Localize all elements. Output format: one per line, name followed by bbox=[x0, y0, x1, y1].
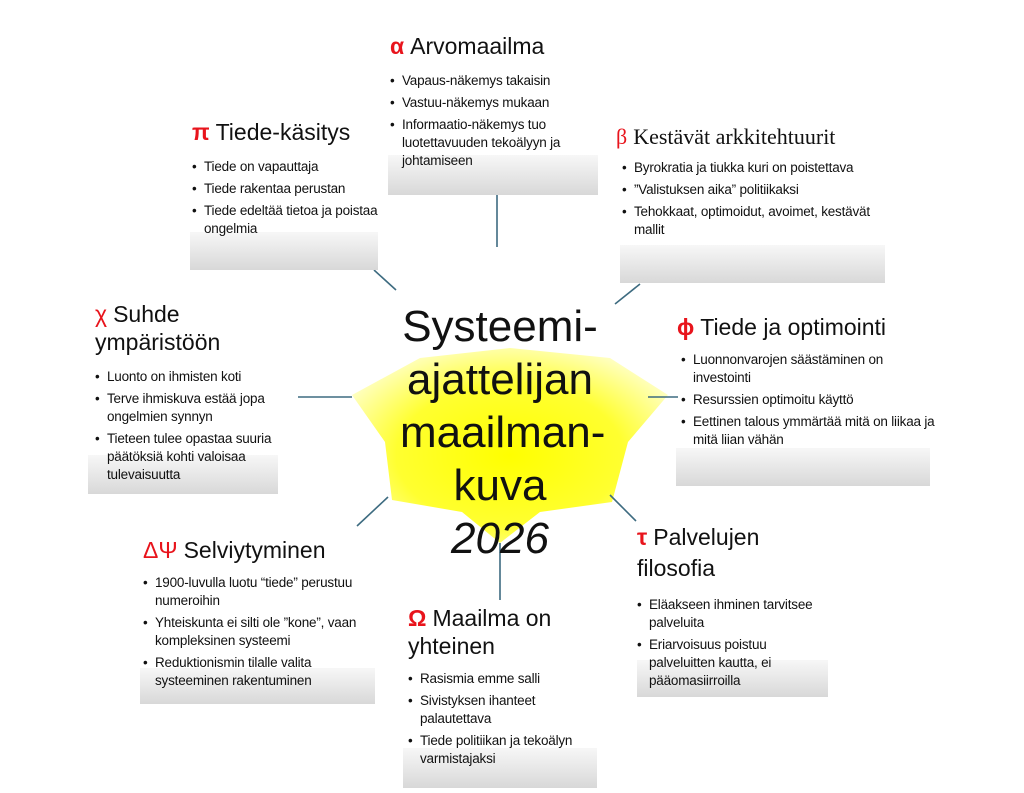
greek-symbol: Ω bbox=[408, 605, 427, 631]
greek-symbol: ϕ bbox=[677, 314, 695, 340]
list-item: Rasismia emme salli bbox=[408, 670, 598, 688]
list-item: Eettinen talous ymmärtää mitä on liikaa … bbox=[681, 413, 941, 449]
center-line: Systeemi- bbox=[402, 302, 598, 351]
shade-box bbox=[676, 448, 930, 486]
list-item: Luonto on ihmisten koti bbox=[95, 368, 285, 386]
title-text: Selviytyminen bbox=[183, 537, 326, 563]
list-item: Tiede rakentaa perustan bbox=[192, 180, 382, 198]
list-item: Tehokkaat, optimoidut, avoimet, kestävät… bbox=[622, 203, 892, 239]
list-item: Reduktionismin tilalle valita systeemine… bbox=[143, 654, 383, 690]
center-line: maailman- bbox=[400, 408, 606, 457]
title-text: Tiede ja optimointi bbox=[700, 314, 887, 340]
list-item: Vastuu-näkemys mukaan bbox=[390, 94, 605, 112]
title-text: Suhde ympäristöön bbox=[95, 301, 221, 355]
list-item: 1900-luvulla luotu “tiede” perustuu nume… bbox=[143, 574, 383, 610]
list-item: Sivistyksen ihanteet palautettava bbox=[408, 692, 598, 728]
connector-lines bbox=[298, 195, 678, 600]
connector-beta bbox=[614, 283, 641, 305]
list-item: Yhteiskunta ei silti ole ”kone”, vaan ko… bbox=[143, 614, 383, 650]
list-item: Terve ihmiskuva estää jopa ongelmien syn… bbox=[95, 390, 285, 426]
greek-symbol: ΔΨ bbox=[143, 537, 178, 563]
greek-symbol: α bbox=[390, 33, 405, 59]
list-item: Luonnonvarojen säästäminen on investoint… bbox=[681, 351, 941, 387]
connector-pi bbox=[373, 269, 397, 291]
greek-symbol: π bbox=[192, 119, 210, 145]
list-item: Eriarvoisuus poistuu palveluitten kautta… bbox=[637, 636, 827, 690]
list-item: Tiede politiikan ja tekoälyn varmistajak… bbox=[408, 732, 598, 768]
title-text: Arvomaailma bbox=[410, 33, 545, 59]
center-title: Systeemi- ajattelijan maailman- kuva 202… bbox=[400, 300, 606, 565]
title-text: Tiede-käsitys bbox=[215, 119, 351, 145]
connector-deltapsi bbox=[356, 496, 389, 527]
greek-symbol: χ bbox=[95, 301, 108, 327]
shade-box bbox=[190, 232, 378, 270]
title-text: Palvelujen filosofia bbox=[637, 524, 760, 581]
title-text: Kestävät arkkitehtuurit bbox=[633, 124, 836, 149]
list-item: ”Valistuksen aika” politiikaksi bbox=[622, 181, 892, 199]
list-item: Byrokratia ja tiukka kuri on poistettava bbox=[622, 159, 892, 177]
center-line: kuva 2026 bbox=[400, 459, 600, 565]
center-line-text: kuva bbox=[453, 461, 547, 510]
list-item: Tiede edeltää tietoa ja poistaa ongelmia bbox=[192, 202, 382, 238]
list-item: Vapaus-näkemys takaisin bbox=[390, 72, 605, 90]
list-item: Tieteen tulee opastaa suuria päätöksiä k… bbox=[95, 430, 285, 484]
list-item: Informaatio-näkemys tuo luotettavuuden t… bbox=[390, 116, 605, 170]
greek-symbol: β bbox=[616, 124, 628, 149]
list-item: Resurssien optimoitu käyttö bbox=[681, 391, 941, 409]
center-line: ajattelijan bbox=[407, 355, 593, 404]
center-year: 2026 bbox=[451, 514, 549, 563]
title-text: Maailma on yhteinen bbox=[408, 605, 552, 659]
center-star bbox=[352, 348, 668, 543]
list-item: Eläakseen ihminen tarvitsee palveluita bbox=[637, 596, 827, 632]
greek-symbol: τ bbox=[637, 524, 648, 550]
list-item: Tiede on vapauttaja bbox=[192, 158, 382, 176]
connector-tau bbox=[609, 494, 637, 522]
shade-box bbox=[620, 245, 885, 283]
